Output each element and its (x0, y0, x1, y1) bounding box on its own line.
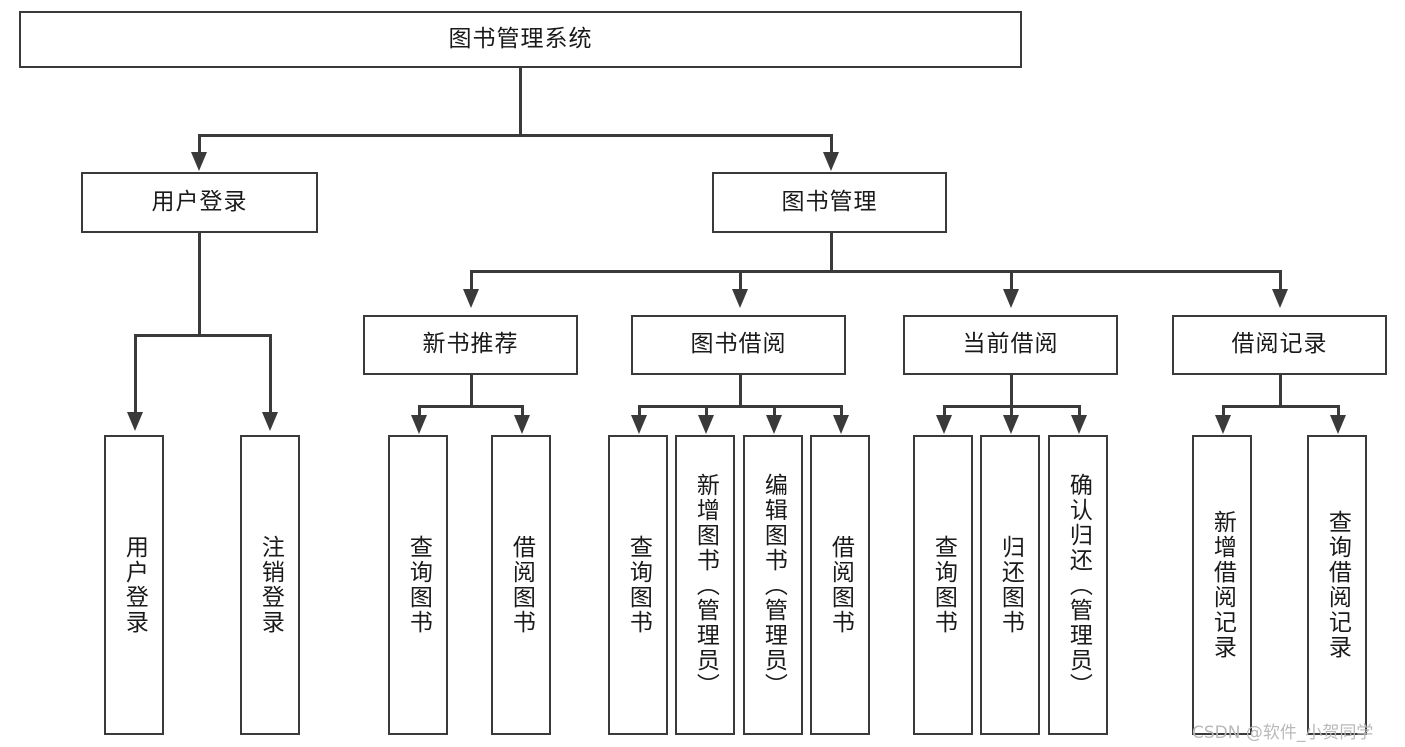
connector-borrow-record-bus (1222, 405, 1339, 408)
node-label: 当前借阅 (962, 331, 1059, 358)
connector-user-login-stem (198, 233, 201, 336)
connector-user-login-bus (134, 334, 271, 337)
node-label: 查询图书 (625, 535, 652, 635)
connector-user-login-leaf-0 (134, 334, 137, 415)
connector-level3-bus (470, 270, 1280, 273)
arrow-user-login-leaf-0 (127, 412, 143, 431)
connector-user-login-leaf-1 (269, 334, 272, 415)
connector-to-user-login (198, 134, 201, 156)
arrow-to-book-borrow (732, 289, 748, 308)
node-root-book-management-system[interactable]: 图书管理系统 (19, 11, 1022, 68)
node-label: 用户登录 (121, 535, 148, 635)
node-label: 新增图书（管理员） (692, 472, 719, 698)
arrow-current-borrow-leaf-1 (1003, 415, 1019, 434)
connector-book-management-stem (830, 233, 833, 272)
arrow-book-borrow-leaf-2 (766, 415, 782, 434)
node-current-borrow[interactable]: 当前借阅 (903, 315, 1118, 375)
connector-to-book-borrow (739, 270, 742, 292)
leaf-current-borrow-query-book[interactable]: 查询图书 (913, 435, 973, 735)
arrow-to-book-management (823, 152, 839, 171)
arrow-new-book-leaf-0 (411, 415, 427, 434)
connector-current-borrow-leaf-2 (1078, 405, 1081, 418)
node-label: 查询借阅记录 (1324, 510, 1351, 660)
connector-book-borrow-leaf-0 (638, 405, 641, 418)
leaf-book-borrow-query-book[interactable]: 查询图书 (608, 435, 668, 735)
connector-to-current-borrow (1010, 270, 1013, 292)
node-borrow-record[interactable]: 借阅记录 (1172, 315, 1387, 375)
node-book-management[interactable]: 图书管理 (712, 172, 947, 233)
leaf-book-borrow-edit-book-admin[interactable]: 编辑图书（管理员） (743, 435, 803, 735)
connector-to-new-book (470, 270, 473, 292)
connector-to-borrow-record (1279, 270, 1282, 292)
arrow-borrow-record-leaf-0 (1215, 415, 1231, 434)
connector-current-borrow-stem (1010, 375, 1013, 407)
arrow-book-borrow-leaf-3 (833, 415, 849, 434)
connector-root-stem (519, 68, 522, 135)
leaf-borrow-record-add-record[interactable]: 新增借阅记录 (1192, 435, 1252, 735)
leaf-borrow-record-query-record[interactable]: 查询借阅记录 (1307, 435, 1367, 735)
connector-new-book-bus (418, 405, 523, 408)
connector-borrow-record-leaf-0 (1222, 405, 1225, 418)
connector-book-borrow-leaf-1 (705, 405, 708, 418)
connector-new-book-stem (470, 375, 473, 407)
watermark-text: CSDN @软件_小贺同学 (1192, 723, 1374, 743)
connector-new-book-leaf-0 (418, 405, 421, 418)
node-label: 借阅图书 (827, 535, 854, 635)
connector-book-borrow-leaf-2 (773, 405, 776, 418)
node-label: 编辑图书（管理员） (760, 472, 787, 698)
node-user-login[interactable]: 用户登录 (81, 172, 318, 233)
arrow-book-borrow-leaf-0 (631, 415, 647, 434)
connector-level2-bus (198, 134, 832, 137)
arrow-new-book-leaf-1 (514, 415, 530, 434)
connector-current-borrow-leaf-0 (943, 405, 946, 418)
node-label: 注销登录 (257, 535, 284, 635)
node-label: 新增借阅记录 (1209, 510, 1236, 660)
connector-book-borrow-bus (638, 405, 841, 408)
node-book-borrow[interactable]: 图书借阅 (631, 315, 846, 375)
leaf-current-borrow-confirm-return-admin[interactable]: 确认归还（管理员） (1048, 435, 1108, 735)
node-label: 查询图书 (405, 535, 432, 635)
arrow-current-borrow-leaf-0 (936, 415, 952, 434)
node-label: 图书管理系统 (448, 25, 593, 52)
leaf-logout[interactable]: 注销登录 (240, 435, 300, 735)
arrow-current-borrow-leaf-2 (1071, 415, 1087, 434)
arrow-book-borrow-leaf-1 (698, 415, 714, 434)
connector-book-borrow-stem (739, 375, 742, 407)
arrow-to-borrow-record (1272, 289, 1288, 308)
node-label: 新书推荐 (422, 331, 519, 358)
arrow-to-user-login (191, 152, 207, 171)
node-label: 借阅记录 (1231, 331, 1328, 358)
node-label: 归还图书 (997, 535, 1024, 635)
node-label: 确认归还（管理员） (1065, 472, 1092, 698)
arrow-to-new-book (463, 289, 479, 308)
leaf-new-book-borrow-book[interactable]: 借阅图书 (491, 435, 551, 735)
leaf-user-login[interactable]: 用户登录 (104, 435, 164, 735)
connector-book-borrow-leaf-3 (840, 405, 843, 418)
node-label: 图书借阅 (690, 331, 787, 358)
node-new-book-recommendation[interactable]: 新书推荐 (363, 315, 578, 375)
connector-current-borrow-leaf-1 (1010, 405, 1013, 418)
leaf-current-borrow-return-book[interactable]: 归还图书 (980, 435, 1040, 735)
connector-to-book-management (830, 134, 833, 156)
connector-borrow-record-leaf-1 (1337, 405, 1340, 418)
leaf-book-borrow-borrow-book[interactable]: 借阅图书 (810, 435, 870, 735)
connector-borrow-record-stem (1279, 375, 1282, 407)
node-label: 借阅图书 (508, 535, 535, 635)
arrow-user-login-leaf-1 (262, 412, 278, 431)
arrow-borrow-record-leaf-1 (1330, 415, 1346, 434)
leaf-new-book-query-book[interactable]: 查询图书 (388, 435, 448, 735)
node-label: 查询图书 (930, 535, 957, 635)
node-label: 图书管理 (781, 188, 878, 215)
node-label: 用户登录 (151, 188, 248, 215)
leaf-book-borrow-add-book-admin[interactable]: 新增图书（管理员） (675, 435, 735, 735)
arrow-to-current-borrow (1003, 289, 1019, 308)
connector-new-book-leaf-1 (521, 405, 524, 418)
